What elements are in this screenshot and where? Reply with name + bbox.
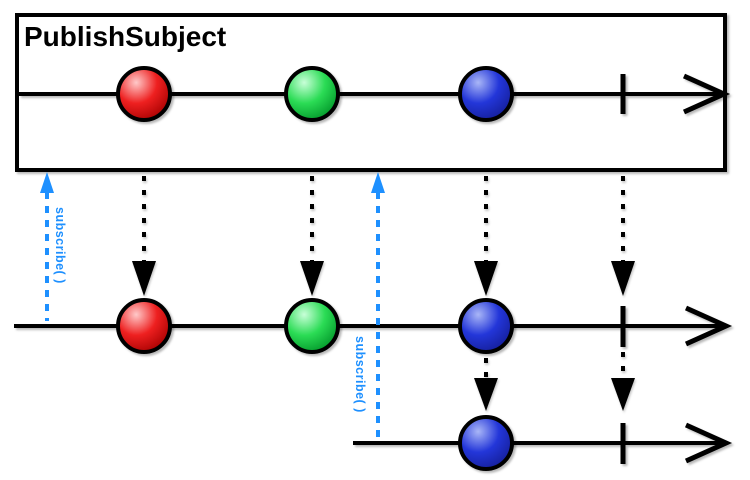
source-timeline-arrowhead [682,73,731,115]
subscribe-1-label: subscribe( ) [53,207,67,284]
emission-arrowhead-red [132,261,156,296]
subscriber-1-marble-red [116,298,172,354]
subscribe-1-arrowhead [40,172,54,193]
emission-arrowhead-complete [611,261,635,296]
subscriber-2-marble-blue [458,415,514,471]
subscriber-1-arrowhead [684,305,733,347]
publish-subject-title: PublishSubject [24,21,226,52]
emission-arrowhead-green [300,261,324,296]
source-marble-green [284,66,340,122]
emission-arrowhead-blue [474,261,498,296]
subscriber-1-marble-green [284,298,340,354]
source-marble-blue [458,66,514,122]
subscribe-2-label: subscribe( ) [353,336,367,413]
subscribe-arrow-2: subscribe( ) [353,172,385,438]
subscribe-arrow-1: subscribe( ) [40,172,67,321]
subscriber-1-marble-blue [458,298,514,354]
source-marble-red [116,66,172,122]
emission-arrows-to-subscriber-2 [474,352,635,411]
subscriber-2-arrowhead [684,422,733,464]
emission-arrows-to-subscriber-1 [132,176,635,296]
subscriber-2-timeline [353,422,733,464]
subscribe-2-arrowhead [371,172,385,193]
emission-arrowhead-blue-2 [474,378,498,411]
emission-arrowhead-complete-2 [611,378,635,411]
